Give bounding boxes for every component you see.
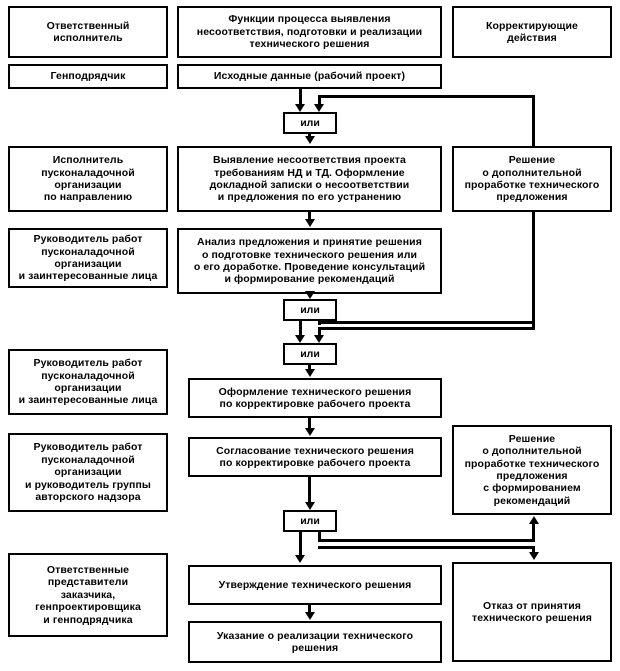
arrowhead-down [295,104,305,112]
gateway-or-4: или [283,510,337,532]
box-label: Согласование технического решения по кор… [216,444,414,469]
connector-approve-to-or4 [308,477,311,504]
box-draft-tech-decision: Оформление технического решения по корре… [188,378,442,418]
box-responsible-executor: Ответственный исполнитель [8,6,168,58]
box-decision-additional-2: Решение о дополнительной проработке техн… [452,425,612,515]
box-label: Решение о дополнительной проработке техн… [464,154,600,204]
arrowhead-down [529,552,539,560]
arrowhead-down [305,291,315,299]
gateway-label: или [300,304,320,316]
box-label: Исходные данные (рабочий проект) [213,70,406,83]
box-label: Анализ предложения и принятие решения о … [193,236,426,286]
box-label: Ответственный исполнитель [46,19,130,44]
box-implementation-order: Указание о реализации технического решен… [188,621,442,663]
box-analysis-decision: Анализ предложения и принятие решения о … [177,228,442,294]
box-detect-nonconformity: Выявление несоответствия проекта требова… [177,146,442,212]
box-initial-data: Исходные данные (рабочий проект) [177,64,442,89]
gateway-label: или [300,117,320,129]
box-label: Генподрядчик [50,70,126,83]
box-rejection: Отказ от принятия технического решения [452,562,612,662]
arrowhead-down [305,219,315,227]
arrowhead-down [305,136,315,144]
box-gencontractor: Генподрядчик [8,64,168,89]
box-label: Отказ от принятия технического решения [472,599,592,624]
or4-branch2-down [532,546,535,554]
arrowhead-down [295,335,305,343]
box-label: Указание о реализации технического решен… [216,629,414,654]
feedback-line-decision1-horizontal [318,95,535,98]
box-executor-commissioning: Исполнитель пусконаладочной организации … [8,146,168,212]
box-head-of-works-1: Руководитель работ пусконаладочной орган… [8,228,168,288]
box-corrective-actions: Корректирующие действия [452,6,612,58]
box-label: Выявление несоответствия проекта требова… [209,154,410,204]
incoming-to-or3-drop [318,327,321,338]
feedback-line-decision1-vertical [532,95,535,148]
connector-draft-to-approve [308,418,311,429]
arrowhead-down [314,335,324,343]
box-label: Утверждение технического решения [218,578,412,591]
box-label: Оформление технического решения по корре… [218,385,412,410]
gateway-label: или [300,515,320,527]
box-head-of-works-2: Руководитель работ пусконаладочной орган… [8,349,168,415]
gateway-label: или [300,348,320,360]
box-label: Решение о дополнительной проработке техн… [464,432,600,507]
or4-branch1-horizontal [318,539,535,542]
gateway-or-2: или [283,299,337,321]
box-label: Руководитель работ пусконаладочной орган… [25,441,151,504]
connector-detect-to-analysis [308,212,311,220]
box-decision-additional-1: Решение о дополнительной проработке техн… [452,146,612,212]
or4-branch2-horizontal [318,546,535,549]
box-process-functions-header: Функции процесса выявления несоответстви… [177,6,442,58]
connector-or2-to-or3 [299,321,302,338]
box-approve-tech-decision: Согласование технического решения по кор… [188,437,442,477]
gateway-or-1: или [283,112,337,134]
box-label: Исполнитель пусконаладочной организации … [41,154,135,204]
box-label: Руководитель работ пусконаладочной орган… [18,233,158,283]
gateway-or-3: или [283,343,337,365]
connector-or4-to-confirm [299,532,302,559]
arrowhead-down [295,555,305,563]
connector-or3-to-draft [308,365,311,371]
line-decision1-down-to-or3 [532,212,535,329]
incoming-to-or3-horizontal [318,327,535,330]
arrowhead-down [305,612,315,620]
or4-branch1-up [532,524,535,542]
box-responsible-representatives: Ответственные представители заказчика, г… [8,553,168,637]
arrowhead-down [314,104,324,112]
feedback-line-decision1-drop [318,95,321,106]
arrowhead-up [529,516,539,524]
connector-confirm-to-implementation [308,605,311,613]
or4-branch1-drop [318,532,321,542]
or2-branch-horizontal [318,321,535,324]
arrowhead-down [305,502,315,510]
box-label: Руководитель работ пусконаладочной орган… [18,357,158,407]
arrowhead-down [305,369,315,377]
box-label: Функции процесса выявления несоответстви… [196,13,423,51]
box-label: Корректирующие действия [486,19,578,44]
box-confirm-tech-decision: Утверждение технического решения [188,565,442,605]
arrowhead-down [305,428,315,436]
box-head-of-works-3: Руководитель работ пусконаладочной орган… [8,433,168,512]
box-label: Ответственные представители заказчика, г… [35,563,141,626]
connector-initialdata-to-or1 [299,89,302,106]
